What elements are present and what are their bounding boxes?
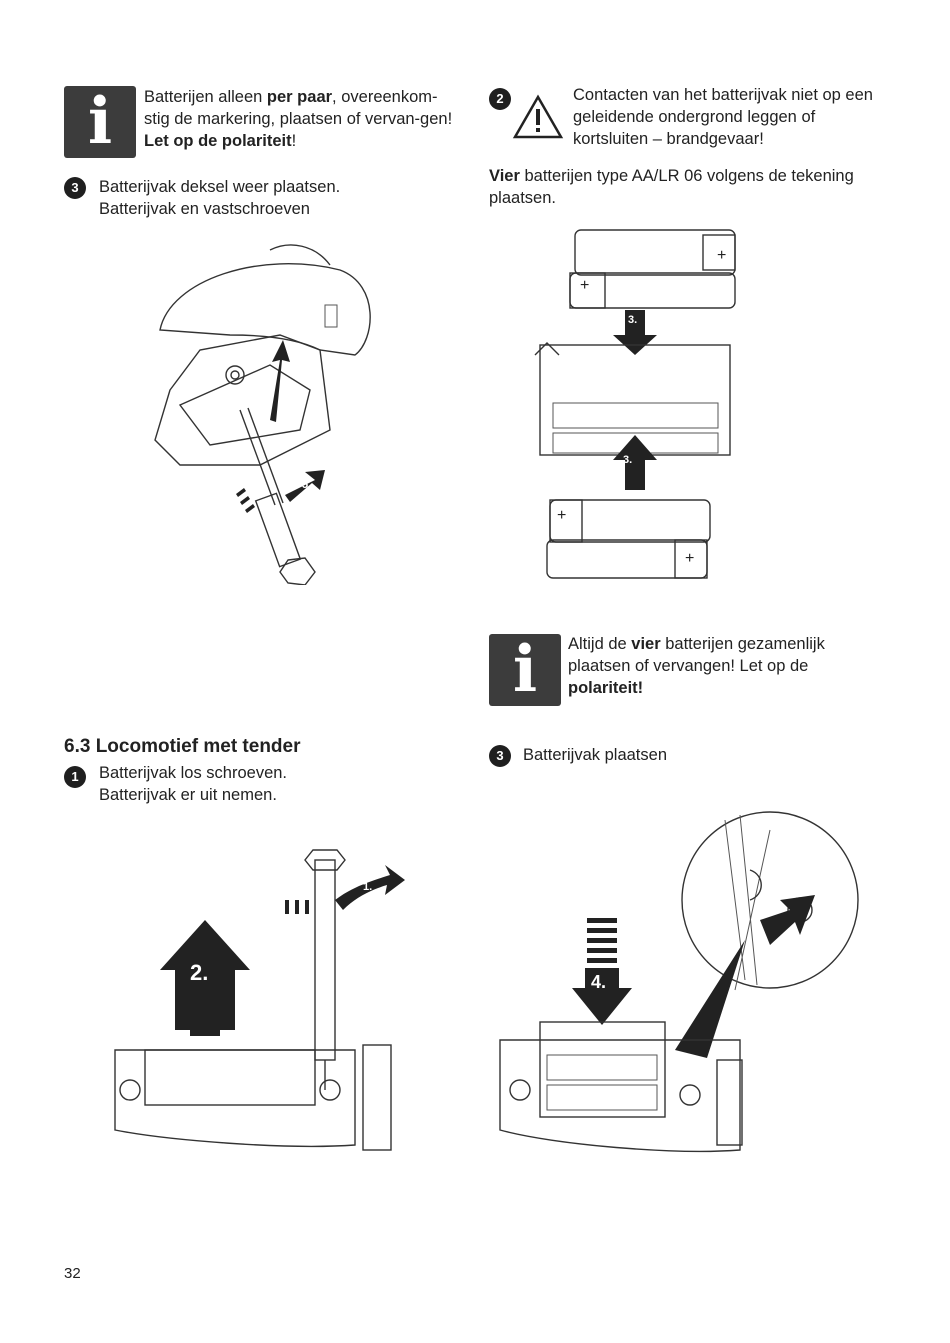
step-3-text: Batterijvak deksel weer plaatsen.Batteri… bbox=[99, 178, 341, 218]
tender-unscrew-illustration: 2. 1. bbox=[114, 849, 405, 1151]
plus-sign-4: + bbox=[685, 550, 694, 567]
step-3b-label: 3. bbox=[623, 454, 632, 466]
info-icon-2: i bbox=[489, 634, 561, 706]
plus-sign-3: + bbox=[557, 507, 566, 524]
step-5-label: 5. bbox=[302, 479, 311, 491]
step-badge-3b: 3 bbox=[489, 745, 511, 767]
section-title: 6.3 Locomotief met tender bbox=[64, 736, 301, 757]
info-icon: i bbox=[64, 86, 136, 158]
step-1-label: 1. bbox=[363, 881, 372, 893]
page-number: 32 bbox=[64, 1265, 81, 1282]
step-1-text: Batterijvak los schroeven.Batterijvak er… bbox=[99, 764, 288, 804]
warning-text: Contacten van het batterijvak niet op ee… bbox=[573, 86, 873, 148]
lid-screwdriver-illustration: 5. bbox=[154, 244, 371, 585]
step-3a-label: 3. bbox=[628, 314, 637, 326]
step-badge-3: 3 bbox=[64, 177, 86, 199]
battery-box-illustration: + + 3. 3. + + bbox=[534, 229, 736, 579]
step-badge-2: 2 bbox=[489, 88, 511, 110]
info-note-pairs: Batterijen alleen per paar, overeenkom-s… bbox=[144, 88, 453, 150]
battery-instruction: Vier batterijen type AA/LR 06 volgens de… bbox=[489, 167, 854, 207]
plus-sign: + bbox=[717, 247, 726, 264]
step-3b-text: Batterijvak plaatsen bbox=[523, 746, 667, 764]
step-4-label: 4. bbox=[591, 972, 606, 992]
insert-box-illustration: 4. bbox=[499, 811, 859, 1152]
warning-triangle-icon bbox=[512, 94, 564, 139]
info-note-four: Altijd de vier batterijen gezamenlijk pl… bbox=[568, 635, 825, 697]
step-badge-1: 1 bbox=[64, 766, 86, 788]
step-2-label: 2. bbox=[190, 960, 208, 985]
plus-sign-2: + bbox=[580, 277, 589, 294]
